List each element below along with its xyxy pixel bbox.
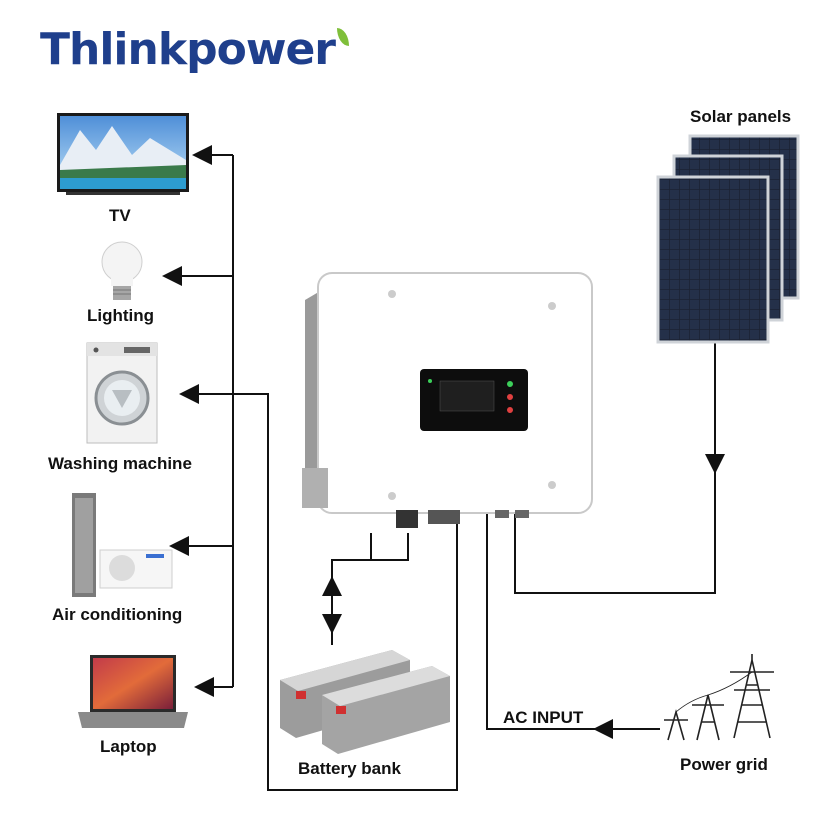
transmission-tower-icon bbox=[664, 654, 774, 741]
laptop-label: Laptop bbox=[100, 737, 157, 756]
solar-wire bbox=[514, 343, 725, 594]
inverter-icon bbox=[302, 272, 593, 528]
solar-panels-label: Solar panels bbox=[690, 107, 792, 126]
battery-wires bbox=[322, 533, 409, 645]
air-conditioning-label: Air conditioning bbox=[52, 605, 183, 624]
air-conditioner-icon bbox=[72, 493, 173, 597]
washing-machine-icon bbox=[86, 342, 158, 444]
power-grid-label: Power grid bbox=[680, 755, 768, 774]
ac-input-wire bbox=[486, 512, 660, 739]
tv-label: TV bbox=[109, 206, 131, 225]
solar-panel-icon bbox=[656, 134, 800, 344]
ac-input-label: AC INPUT bbox=[503, 708, 584, 727]
lighting-label: Lighting bbox=[87, 306, 155, 325]
load-bus-wires bbox=[162, 145, 234, 697]
laptop-icon bbox=[78, 655, 188, 728]
tv-icon bbox=[57, 113, 189, 195]
battery-bank-label: Battery bank bbox=[298, 759, 401, 778]
washing-machine-label: Washing machine bbox=[48, 454, 192, 473]
brand-name: Thlinkpower bbox=[40, 24, 336, 75]
brand-logo: Thlinkpower bbox=[40, 24, 350, 75]
output-wire bbox=[179, 384, 458, 791]
battery-icon bbox=[280, 650, 450, 754]
light-bulb-icon bbox=[101, 241, 143, 300]
